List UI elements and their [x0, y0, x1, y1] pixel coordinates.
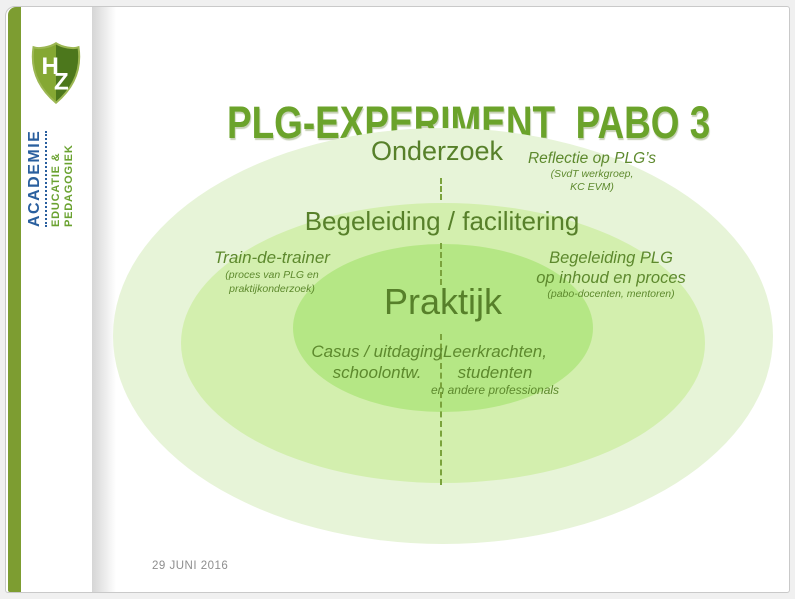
annotation-begplg-line2: op inhoud en proces [536, 269, 686, 287]
annotation-begplg-sub: (pabo-docenten, mentoren) [547, 288, 675, 300]
annotation-leerkrachten: Leerkrachten, studenten en andere profes… [431, 341, 559, 398]
slide-canvas: H Z ACADEMIE EDUCATIE & PEDAGOGIEK PLG-E… [5, 6, 790, 593]
annotation-reflectie-sub2: KC EVM) [570, 181, 614, 193]
academy-dept-line1: EDUCATIE & [50, 152, 62, 227]
hz-shield-logo: H Z [31, 42, 81, 105]
outer-ring-label: Onderzoek [370, 136, 504, 166]
slide-date: 29 JUNI 2016 [152, 560, 229, 572]
annotation-begeleiding-plg: Begeleiding PLG op inhoud en proces (pab… [536, 248, 686, 301]
annotation-casus: Casus / uitdaging schoolontw. [311, 341, 442, 383]
annotation-begplg-line1: Begeleiding PLG [549, 249, 673, 267]
dashed-axis-segment-middle [440, 243, 442, 285]
page-fold-shadow [92, 7, 116, 592]
academy-name: ACADEMIE [26, 129, 43, 227]
logo-letter-z: Z [54, 68, 69, 95]
inner-ring-label: Praktijk [383, 281, 503, 322]
annotation-leerkr-sub: en andere professionals [430, 383, 560, 397]
dotted-divider [45, 131, 47, 227]
sidebar-accent-bar [8, 7, 21, 592]
shield-shape [31, 42, 81, 105]
logo-letter-h: H [42, 53, 59, 80]
annotation-train-sub1: (proces van PLG en [225, 269, 319, 281]
middle-ring-label: Begeleiding / facilitering [304, 206, 580, 236]
dashed-axis-segment-top [440, 178, 442, 200]
annotation-casus-line2: schoolontw. [332, 363, 422, 382]
annotation-leerkr-line2: studenten [457, 363, 533, 382]
academy-wordmark: ACADEMIE EDUCATIE & PEDAGOGIEK [26, 103, 86, 227]
annotation-train-title: Train-de-trainer [214, 248, 330, 267]
annotation-reflectie-sub1: (SvdT werkgroep, [550, 168, 634, 180]
annotation-train-de-trainer: Train-de-trainer (proces van PLG en prak… [214, 247, 330, 296]
annotation-reflectie: Reflectie op PLG’s (SvdT werkgroep, KC E… [528, 150, 656, 194]
inner-ellipse-praktijk [293, 244, 593, 412]
annotation-reflectie-title: Reflectie op PLG’s [527, 150, 657, 167]
annotation-train-sub2: praktijkonderzoek) [229, 283, 315, 295]
academy-dept-line2: PEDAGOGIEK [62, 144, 75, 227]
dashed-axis-segment-bottom [440, 334, 442, 485]
annotation-leerkr-line1: Leerkrachten, [443, 342, 547, 361]
annotation-casus-line1: Casus / uitdaging [311, 342, 443, 361]
academy-wordmark-rotated: ACADEMIE EDUCATIE & PEDAGOGIEK [26, 103, 86, 227]
